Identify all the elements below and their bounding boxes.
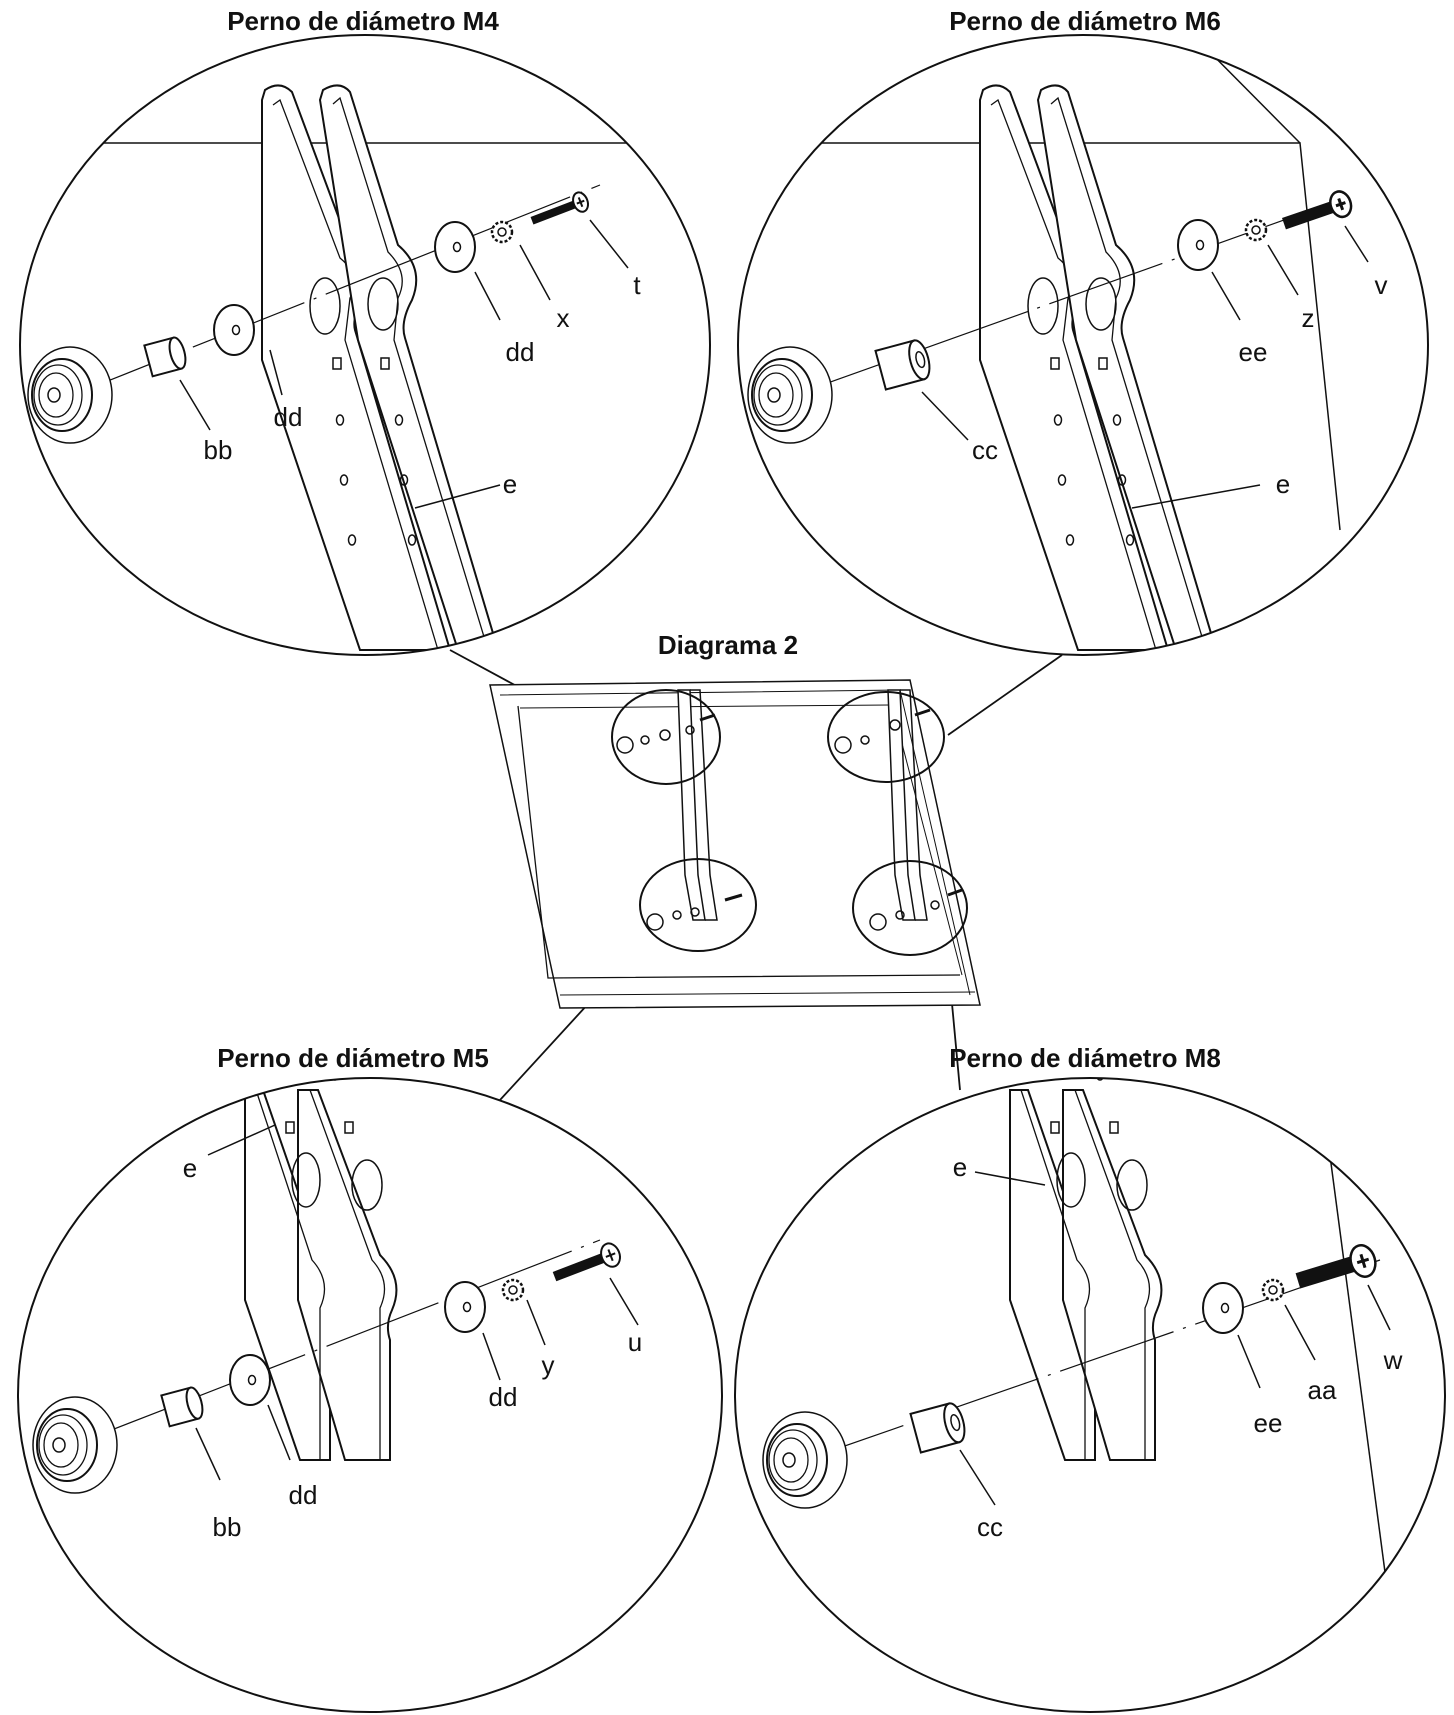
label-m6-e: e bbox=[1275, 469, 1291, 499]
title-m6: Perno de diámetro M6 bbox=[949, 6, 1221, 36]
label-m4-e: e bbox=[502, 469, 518, 499]
label-m6-cc: cc bbox=[972, 435, 998, 465]
label-m5-u: u bbox=[627, 1327, 643, 1357]
title-m5: Perno de diámetro M5 bbox=[217, 1043, 489, 1073]
tv-back-panel bbox=[490, 680, 980, 1008]
label-m8-cc: cc bbox=[977, 1512, 1003, 1542]
label-m5-e: e bbox=[182, 1153, 198, 1183]
title-diagram: Diagrama 2 bbox=[657, 630, 799, 660]
label-m6-v: v bbox=[1374, 270, 1388, 300]
label-m4-x: x bbox=[556, 303, 570, 333]
label-m4-bb: bb bbox=[203, 435, 233, 465]
label-m5-dd1: dd bbox=[288, 1480, 318, 1510]
label-m5-bb: bb bbox=[212, 1512, 242, 1542]
label-m8-ee: ee bbox=[1253, 1408, 1283, 1438]
label-m8-e: e bbox=[952, 1152, 968, 1182]
title-m8: Perno de diámetro M8 bbox=[949, 1043, 1221, 1073]
zoom-m8 bbox=[735, 1070, 1445, 1712]
zoom-m6 bbox=[738, 30, 1428, 655]
label-m5-dd2: dd bbox=[488, 1382, 518, 1412]
label-m4-dd1: dd bbox=[273, 402, 303, 432]
label-m5-y: y bbox=[541, 1350, 555, 1380]
label-m4-dd2: dd bbox=[505, 337, 535, 367]
label-m8-aa: aa bbox=[1307, 1375, 1337, 1405]
label-m4-t: t bbox=[633, 270, 641, 300]
label-m6-ee: ee bbox=[1238, 337, 1268, 367]
label-m8-w: w bbox=[1383, 1345, 1403, 1375]
label-m6-z: z bbox=[1301, 303, 1315, 333]
title-m4: Perno de diámetro M4 bbox=[227, 6, 499, 36]
zoom-m5 bbox=[18, 1070, 722, 1712]
zoom-m4 bbox=[20, 35, 720, 655]
